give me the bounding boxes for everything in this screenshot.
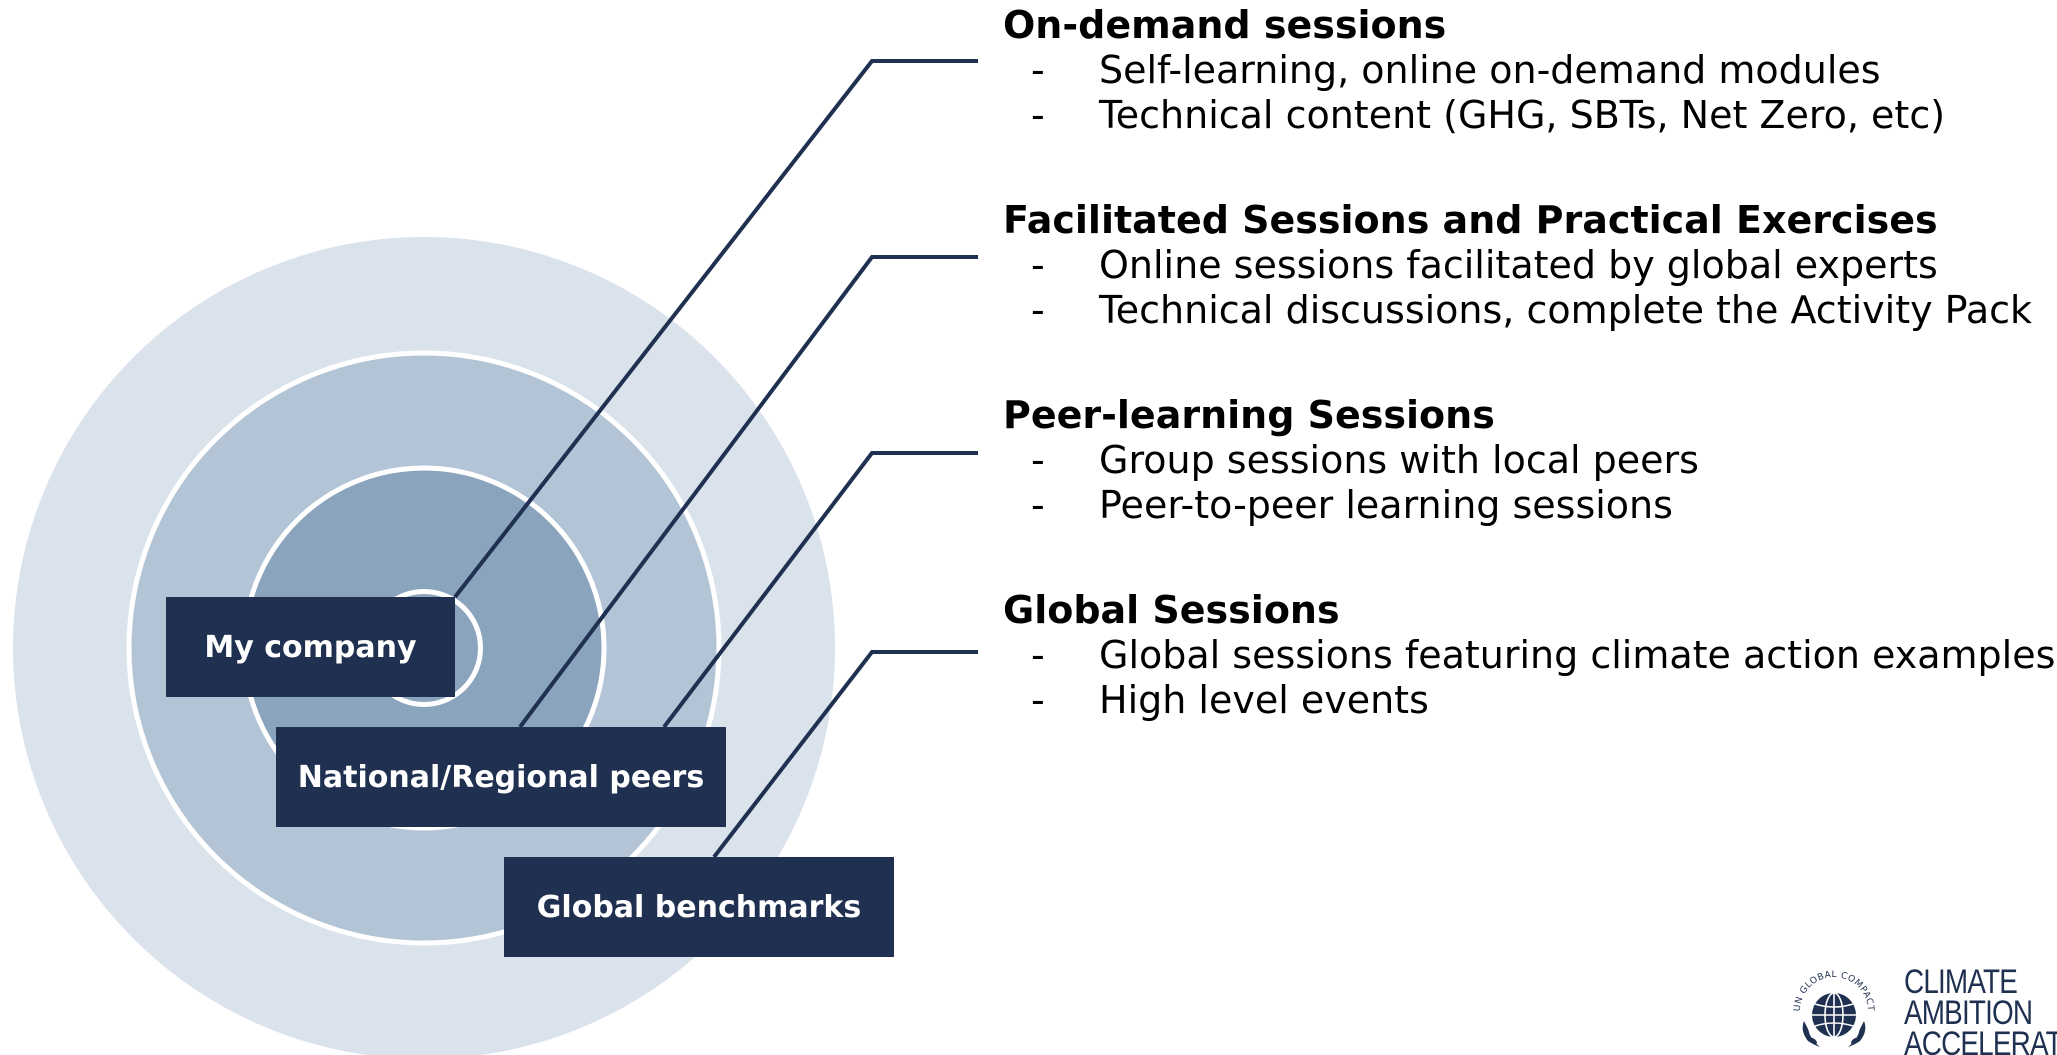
un-global-compact-emblem-icon: UN GLOBAL COMPACT xyxy=(1793,970,1875,1047)
logo-line-1: CLIMATE xyxy=(1904,963,2018,1001)
national-regional-peers-label: National/Regional peers xyxy=(276,727,726,827)
bullet-item: - Group sessions with local peers xyxy=(1003,438,1699,483)
section-title: Peer-learning Sessions xyxy=(1003,393,1495,437)
bullet-dash: - xyxy=(1031,483,1045,527)
bullet-list: - Online sessions facilitated by global e… xyxy=(1003,243,2032,333)
bullet-list: - Group sessions with local peers - Peer-t… xyxy=(1003,438,1699,528)
section-facilitated: Facilitated Sessions and Practical Exerc… xyxy=(1003,197,2032,333)
bullet-text: Online sessions facilitated by global ex… xyxy=(1099,243,1938,287)
section-title: On-demand sessions xyxy=(1003,3,1447,47)
bullet-text: Technical content (GHG, SBTs, Net Zero, … xyxy=(1099,93,1946,137)
bullet-item: - Online sessions facilitated by global e… xyxy=(1003,243,2032,288)
bullet-dash: - xyxy=(1031,633,1045,677)
bullet-item: - Peer-to-peer learning sessions xyxy=(1003,483,1699,528)
global-benchmarks-label: Global benchmarks xyxy=(504,857,894,957)
my-company-label: My company xyxy=(166,597,455,697)
connector-lines xyxy=(453,59,978,859)
bullet-text: Group sessions with local peers xyxy=(1099,438,1699,482)
connector-facilitated xyxy=(518,255,978,729)
bullet-dash: - xyxy=(1031,288,1045,332)
bullet-item: - Technical discussions, complete the Act… xyxy=(1003,288,2032,333)
bullet-text: Self-learning, online on-demand modules xyxy=(1099,48,1881,92)
section-global: Global Sessions - Global sessions featuri… xyxy=(1003,587,2055,723)
section-title: Global Sessions xyxy=(1003,588,1340,632)
connector-on-demand xyxy=(453,59,978,599)
bullet-list: - Global sessions featuring climate actio… xyxy=(1003,633,2055,723)
bullet-dash: - xyxy=(1031,243,1045,287)
section-title: Facilitated Sessions and Practical Exerc… xyxy=(1003,198,1938,242)
bullet-item: - Technical content (GHG, SBTs, Net Zero,… xyxy=(1003,93,1945,138)
bullet-dash: - xyxy=(1031,93,1045,137)
bullet-item: - Global sessions featuring climate actio… xyxy=(1003,633,2055,678)
bullet-dash: - xyxy=(1031,678,1045,722)
bullet-text: High level events xyxy=(1099,678,1429,722)
logo-wordmark: CLIMATE AMBITION ACCELERATOR xyxy=(1904,963,2057,1055)
bullet-text: Technical discussions, complete the Acti… xyxy=(1099,288,2033,332)
bullet-text: Global sessions featuring climate action… xyxy=(1099,633,2056,677)
bullet-list: - Self-learning, online on-demand modules… xyxy=(1003,48,1945,138)
bullet-dash: - xyxy=(1031,48,1045,92)
section-on-demand: On-demand sessions - Self-learning, onlin… xyxy=(1003,2,1945,138)
bullet-item: - High level events xyxy=(1003,678,2055,723)
bullet-item: - Self-learning, online on-demand modules xyxy=(1003,48,1945,93)
bullet-dash: - xyxy=(1031,438,1045,482)
connector-global xyxy=(712,650,978,859)
section-peer-learning: Peer-learning Sessions - Group sessions w… xyxy=(1003,392,1699,528)
connector-peer-learning xyxy=(662,451,978,729)
bullet-text: Peer-to-peer learning sessions xyxy=(1099,483,1673,527)
logo-line-2: AMBITION xyxy=(1904,994,2033,1032)
climate-ambition-accelerator-logo: UN GLOBAL COMPACT CLIMATE AMBITION ACCEL… xyxy=(1786,955,2057,1055)
logo-line-3: ACCELERATOR xyxy=(1904,1025,2057,1055)
